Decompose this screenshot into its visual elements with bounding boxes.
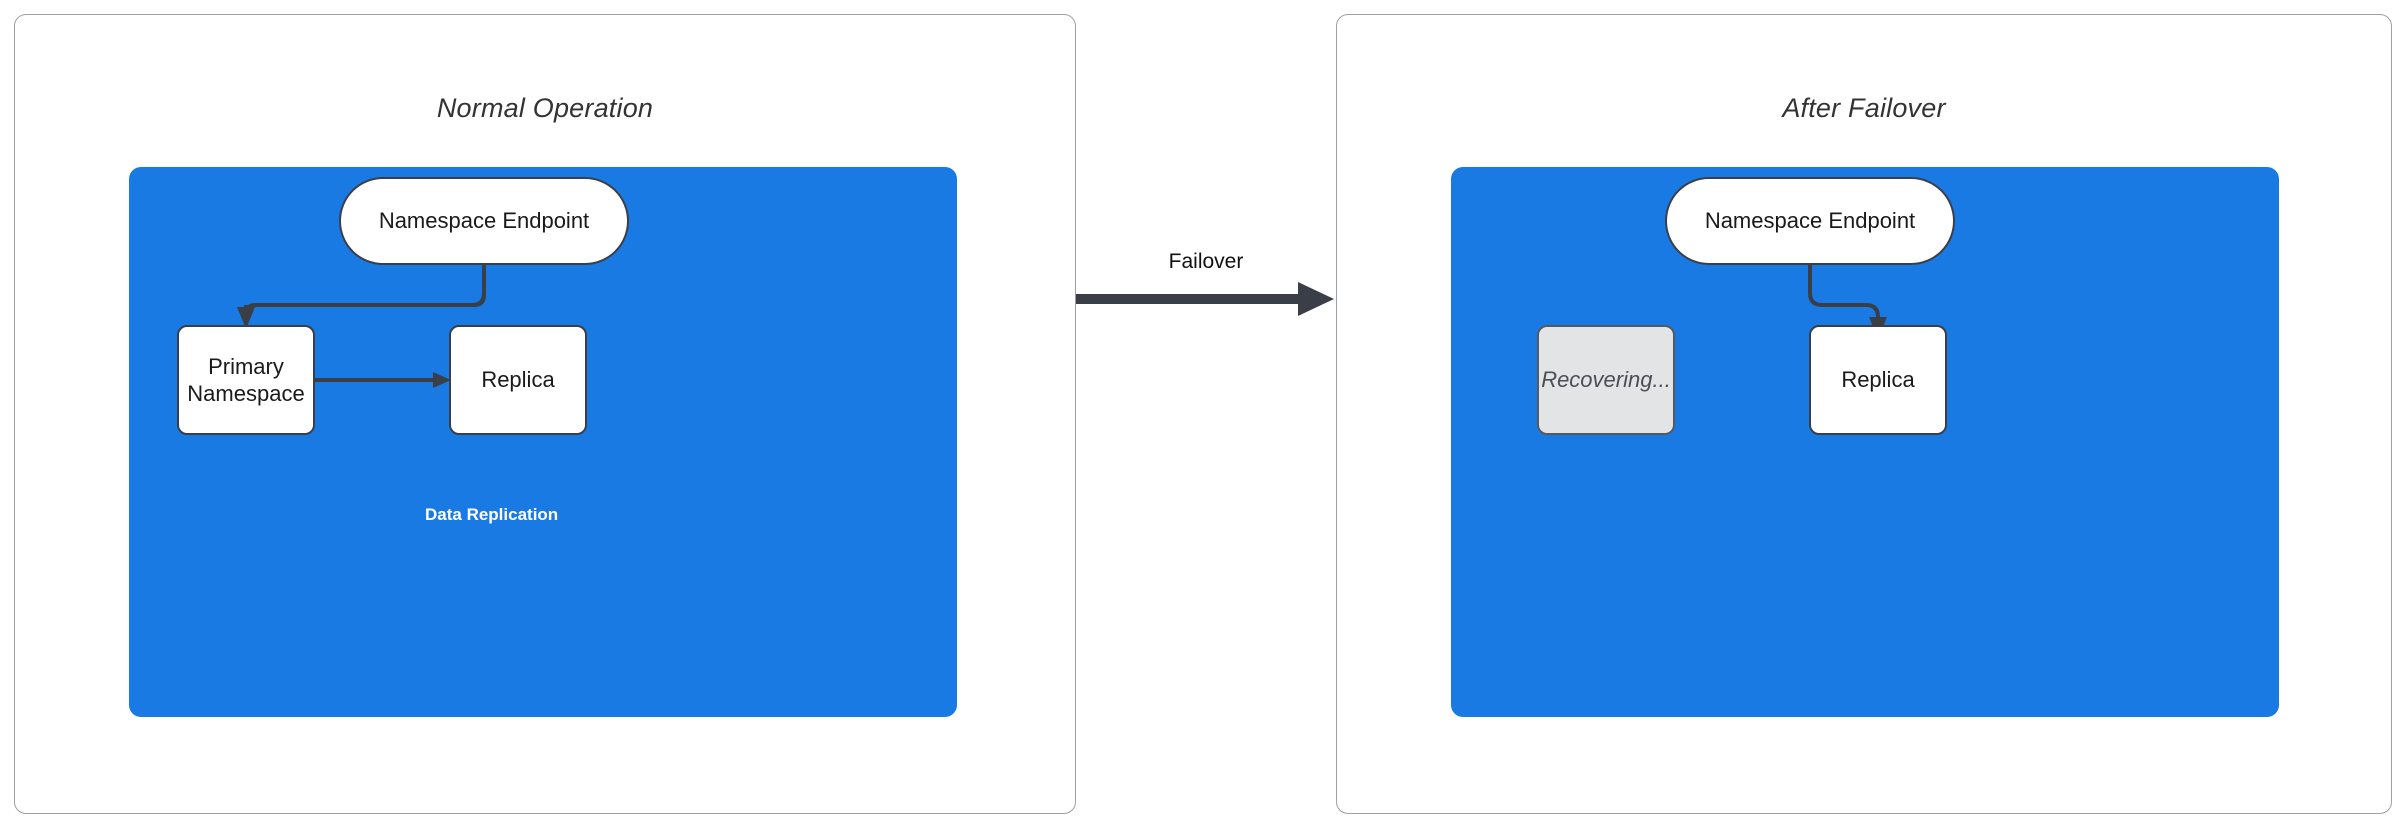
node-recovering[interactable]: Recovering... xyxy=(1537,325,1675,435)
edge-label-data-replication: Data Replication xyxy=(425,505,559,524)
blue-region-right: Namespace Endpoint Recovering... Replica xyxy=(1451,167,2279,717)
failover-transition: Failover xyxy=(1076,250,1336,340)
node-primary-line1: Primary xyxy=(208,353,284,379)
panel-title-after-failover: After Failover xyxy=(1782,93,1946,123)
node-replica-right[interactable]: Replica xyxy=(1809,325,1947,435)
failover-arrow-icon xyxy=(1076,282,1334,316)
failover-label: Failover xyxy=(1168,250,1244,273)
node-primary-namespace[interactable]: Primary Namespace xyxy=(177,325,315,435)
node-namespace-endpoint-right[interactable]: Namespace Endpoint xyxy=(1665,177,1955,265)
node-replica-left[interactable]: Replica xyxy=(449,325,587,435)
blue-region-left: Namespace Endpoint Primary Namespace Rep… xyxy=(129,167,957,717)
panel-title-normal-operation: Normal Operation xyxy=(436,93,654,123)
node-namespace-endpoint-left[interactable]: Namespace Endpoint xyxy=(339,177,629,265)
node-primary-line2: Namespace xyxy=(187,381,305,406)
panel-normal-operation: Normal Operation Namespace Endpoint Prim… xyxy=(14,14,1076,814)
panel-after-failover: After Failover Namespace Endpoint Recove… xyxy=(1336,14,2392,814)
